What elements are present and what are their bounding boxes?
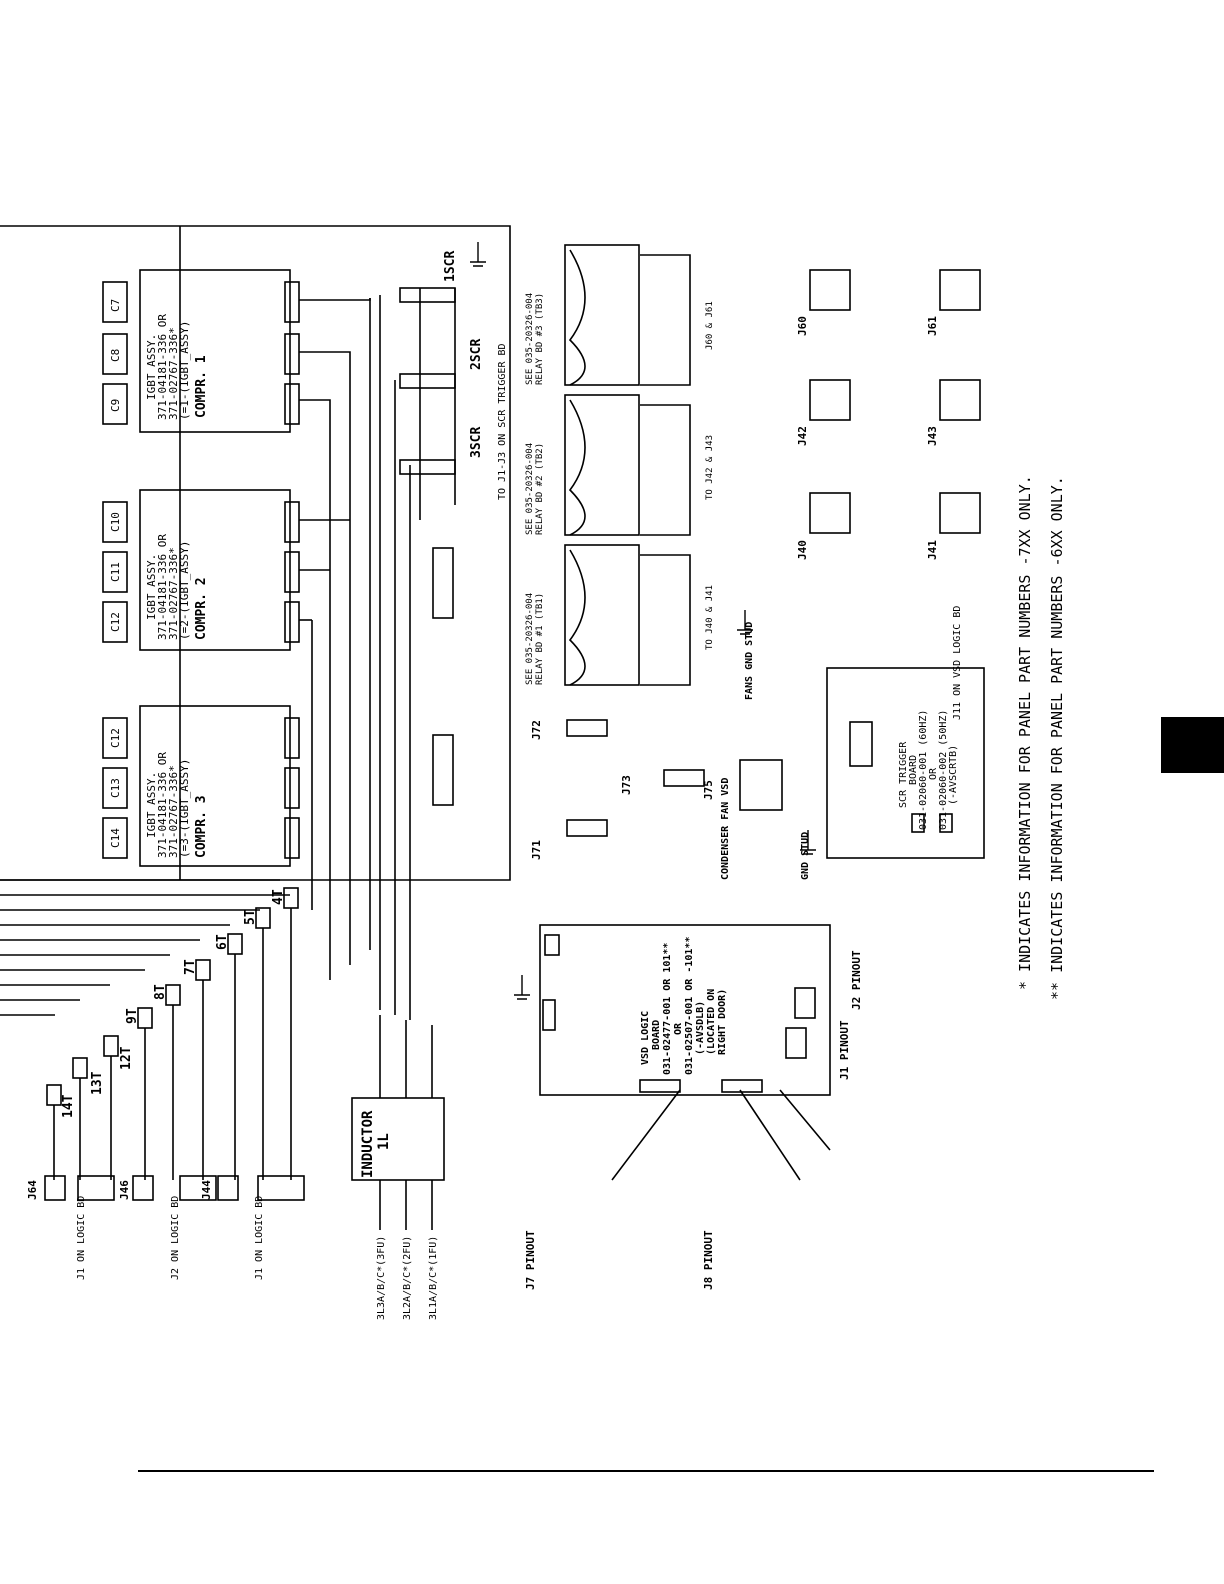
scr-caption: TO J1-J3 ON SCR TRIGGER BD [497,343,508,500]
cap-c14: C14 [109,828,122,848]
vsd-board-line6: (-AVSDLB) [695,1001,706,1055]
connector-j40: J40 [796,540,809,560]
label-gnd-stud: GND STUD [800,832,811,880]
transformer-9t: 9T [125,1008,140,1024]
label-fans-gnd: FANS GND STUD [744,622,755,700]
vsd-board-line5: 031-02507-001 OR -101** [684,937,695,1075]
transformer-6t: 6T [215,934,230,950]
compressor-2-part2: 371-02767-336* [167,547,180,640]
connector-j61: J61 [926,316,939,336]
label-j11-logic: J11 ON VSD LOGIC BD [952,606,963,720]
relay-board-2-sub: RELAY BD #2 (TB2) [535,443,545,535]
compressor-1-sub: (=1-(IGBT_ASSY) [178,321,191,420]
compressor-3-part2: 371-02767-336* [167,765,180,858]
scr-board-line2: BOARD [908,755,919,785]
connector-j41: J41 [926,540,939,560]
note-single-star: * INDICATES INFORMATION FOR PANEL PART N… [1016,475,1034,990]
scr-3-label: 3SCR [469,427,484,458]
transformer-8t: 8T [153,984,168,1000]
transformer-13t: 13T [90,1071,105,1095]
compressor-3-sub: (=3-(IGBT_ASSY) [178,759,191,858]
inductor-feed-3: 3L3A/B/C*(3FU) [376,1236,387,1320]
connector-j75: J75 [702,780,715,800]
transformer-12t: 12T [119,1046,134,1070]
relay-board-3-label: SEE 035-20326-004 [525,293,535,385]
connector-j44: J44 [200,1180,213,1200]
section-tab-marker [1161,717,1224,773]
relay-board-3-to: J60 & J61 [705,301,715,350]
label-j2-logic: J2 ON LOGIC BD [170,1196,181,1280]
compressor-1-part1: 371-04181-336 OR [156,314,169,420]
scr-board-line3: 031-02060-001 (60HZ) [918,710,929,830]
inductor-sub: 1L [376,1133,392,1150]
compressor-2-part1: 371-04181-336 OR [156,534,169,640]
compressor-1-part2: 371-02767-336* [167,327,180,420]
relay-board-1-sub: RELAY BD #1 (TB1) [535,593,545,685]
pinout-j1-title: J1 PINOUT [838,1020,851,1080]
compressor-3-assy: IGBT ASSY. [145,772,158,838]
compressor-2-label: COMPR. 2 [194,577,209,640]
vsd-board-line4: OR [673,1022,684,1035]
transformer-7t: 7T [183,959,198,975]
cap-c9: C9 [109,399,122,412]
label-j1-logic-2: J1 ON LOGIC BD [254,1196,265,1280]
compressor-3-part1: 371-04181-336 OR [156,752,169,858]
compressor-1-assy: IGBT ASSY. [145,334,158,400]
relay-board-2-label: SEE 035-20326-004 [525,443,535,535]
connector-j71: J71 [530,840,543,860]
transformer-4t: 4T [271,889,286,905]
transformer-5t: 5T [243,909,258,925]
cap-c12a: C12 [109,612,122,632]
cap-c10: C10 [109,512,122,532]
scr-1-label: 1SCR [443,251,458,282]
inductor-title: INDUCTOR [360,1110,376,1178]
label-condenser: CONDENSER FAN VSD [720,778,731,880]
compressor-1-label: COMPR. 1 [194,355,209,418]
relay-board-1-label: SEE 035-20326-004 [525,593,535,685]
inductor-feed-2: 3L2A/B/C*(2FU) [402,1236,413,1320]
connector-j42: J42 [796,426,809,446]
scr-board-line5: 031-02060-002 (50HZ) [938,710,949,830]
relay-board-2-to: TO J42 & J43 [705,435,715,500]
pinout-j2-title: J2 PINOUT [850,950,863,1010]
footer-rule [138,1470,1154,1472]
scr-board-title: SCR TRIGGER [898,741,909,808]
relay-board-1-to: TO J40 & J41 [705,585,715,650]
cap-c8: C8 [109,349,122,362]
vsd-board-title: VSD LOGIC [640,1011,651,1065]
vsd-board-line2: BOARD [651,1020,662,1050]
scr-2-label: 2SCR [469,339,484,370]
scr-board-line4: OR [928,767,939,780]
connector-j64: J64 [26,1180,39,1200]
cap-c11: C11 [109,562,122,582]
label-j1-logic: J1 ON LOGIC BD [76,1196,87,1280]
relay-board-3-sub: RELAY BD #3 (TB3) [535,293,545,385]
compressor-2-assy: IGBT ASSY. [145,554,158,620]
pinout-j7-title: J7 PINOUT [524,1230,537,1290]
connector-j72: J72 [530,720,543,740]
vsd-board-line8: RIGHT DOOR) [717,989,728,1055]
cap-c12b: C12 [109,728,122,748]
vsd-board-line7: (LOCATED ON [706,989,717,1055]
connector-j43: J43 [926,426,939,446]
connector-j60: J60 [796,316,809,336]
cap-c7: C7 [109,299,122,312]
note-double-star: ** INDICATES INFORMATION FOR PANEL PART … [1048,476,1066,1000]
cap-c13: C13 [109,778,122,798]
pinout-j8-title: J8 PINOUT [702,1230,715,1290]
transformer-14t: 14T [61,1094,76,1118]
scr-board-line6: (-AVSCRTB) [948,745,959,805]
inductor-feed-1: 3L1A/B/C*(1FU) [428,1236,439,1320]
connector-j73: J73 [620,775,633,795]
vsd-board-line3: 031-02477-001 OR 101** [662,943,673,1075]
connector-j46: J46 [118,1180,131,1200]
compressor-3-label: COMPR. 3 [194,795,209,858]
compressor-2-sub: (=2-(IGBT_ASSY) [178,541,191,640]
